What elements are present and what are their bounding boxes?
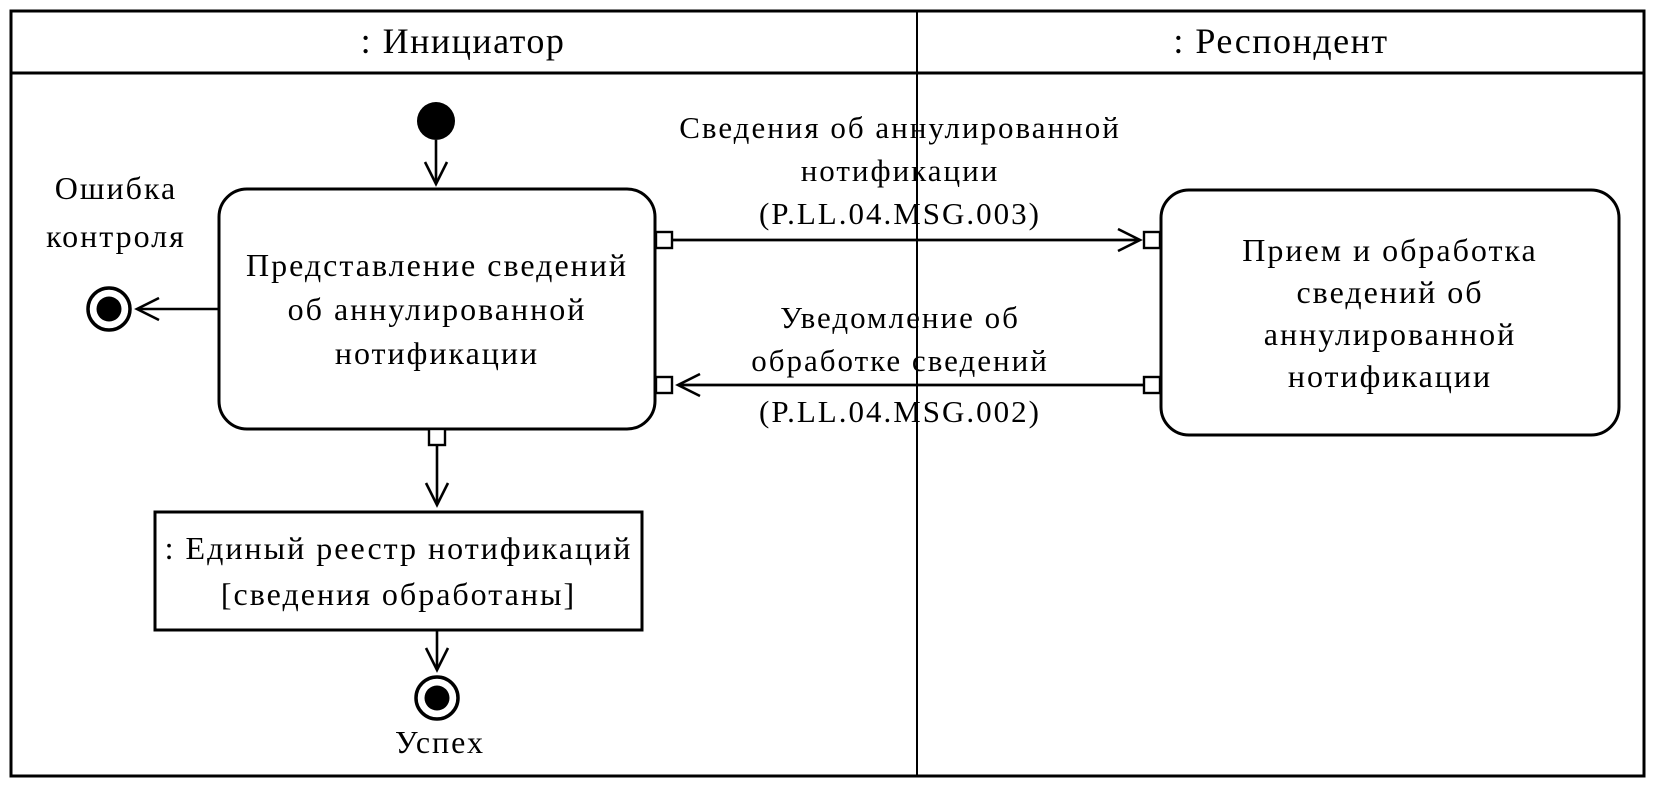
- pin-initiator-bottom: [427, 427, 447, 447]
- respondent-action-line-1: Прием и обработка: [1242, 231, 1538, 268]
- initiator-action-line-1: Представление сведений: [245, 247, 629, 283]
- registry-object-node: [153, 510, 644, 632]
- message-code-msg002: (P.LL.04.MSG.002): [758, 394, 1042, 429]
- diagram-border: [9, 9, 1646, 778]
- msg003-line-2: нотификации: [800, 153, 1000, 188]
- success-final-state-core: [424, 685, 450, 711]
- pin-initiator-in: [654, 375, 674, 395]
- error-final-state-core: [96, 296, 122, 322]
- registry-line-2: [сведения обработаны]: [220, 576, 577, 612]
- message-label-msg002: Уведомление об обработке сведений: [751, 296, 1049, 382]
- error-final-line-1: Ошибка: [54, 170, 178, 206]
- msg002-line-1: Уведомление об: [780, 300, 1020, 335]
- registry-line-1: : Единый реестр нотификаций: [164, 530, 633, 566]
- lane-header-initiator: : Инициатор: [360, 21, 566, 61]
- msg003-code: (P.LL.04.MSG.003): [758, 196, 1041, 231]
- registry-object-label: : Единый реестр нотификаций [сведения об…: [155, 512, 642, 630]
- pin-respondent-out: [1142, 375, 1162, 395]
- lane-header-respondent: : Респондент: [1173, 21, 1389, 61]
- pin-respondent-in: [1142, 230, 1162, 250]
- error-final-label: Ошибка контроля: [46, 164, 186, 260]
- respondent-action-label: Прием и обработка сведений об аннулирова…: [1161, 190, 1619, 435]
- msg003-line-1: Сведения об аннулированной: [679, 110, 1121, 145]
- initiator-action-line-2: об аннулированной: [287, 291, 587, 327]
- respondent-action-node: [1159, 188, 1621, 437]
- respondent-action-line-4: нотификации: [1287, 357, 1493, 394]
- message-label-msg003: Сведения об аннулированной нотификации (…: [679, 106, 1121, 235]
- initial-state-icon: [417, 102, 455, 140]
- msg002-line-2: обработке сведений: [751, 343, 1049, 378]
- respondent-action-line-3: аннулированной: [1263, 315, 1517, 352]
- success-final-label: Успех: [395, 724, 485, 760]
- pin-initiator-out: [654, 230, 674, 250]
- error-final-line-2: контроля: [46, 218, 186, 254]
- initiator-action-label: Представление сведений об аннулированной…: [219, 189, 655, 429]
- initiator-action-line-3: нотификации: [334, 335, 540, 371]
- respondent-action-line-2: сведений об: [1296, 273, 1484, 310]
